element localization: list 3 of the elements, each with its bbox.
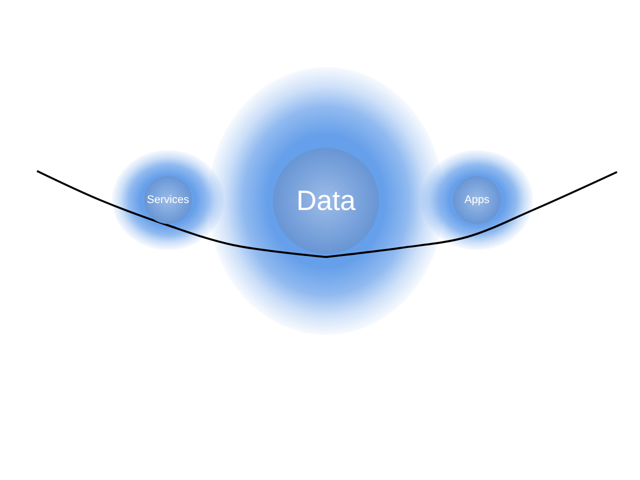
node-label: Services: [146, 194, 190, 206]
node-label: Apps: [464, 194, 490, 206]
node-label: Data: [296, 187, 356, 215]
